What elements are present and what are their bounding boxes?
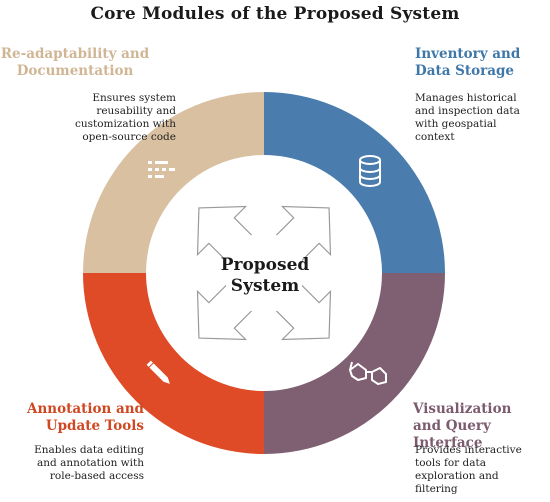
database-icon bbox=[359, 155, 381, 187]
module-title-inventory: Inventory and Data Storage bbox=[415, 46, 521, 79]
module-title-readapt: Re-adaptability and Documentation bbox=[0, 46, 150, 79]
ring-segment-visual bbox=[264, 273, 445, 454]
ring-segment-readapt bbox=[83, 92, 264, 273]
3d-glasses-icon bbox=[349, 361, 387, 385]
module-desc-inventory: Manages historical and inspection data w… bbox=[415, 92, 520, 143]
module-title-annotation: Annotation and Update Tools bbox=[27, 401, 144, 434]
module-title-visual: Visualization and Query Interface bbox=[413, 401, 512, 451]
ring-segment-inventory bbox=[264, 92, 445, 273]
center-label: Proposed System bbox=[220, 255, 310, 296]
diagram-title: Core Modules of the Proposed System bbox=[90, 4, 460, 24]
module-desc-annotation: Enables data editing and annotation with… bbox=[34, 444, 144, 482]
pencil-icon bbox=[146, 360, 170, 384]
ring-segment-annotation bbox=[83, 273, 264, 454]
module-desc-readapt: Ensures system reusability and customiza… bbox=[74, 92, 176, 143]
module-desc-visual: Provides interactive tools for data expl… bbox=[415, 444, 522, 495]
list-icon bbox=[148, 161, 175, 178]
